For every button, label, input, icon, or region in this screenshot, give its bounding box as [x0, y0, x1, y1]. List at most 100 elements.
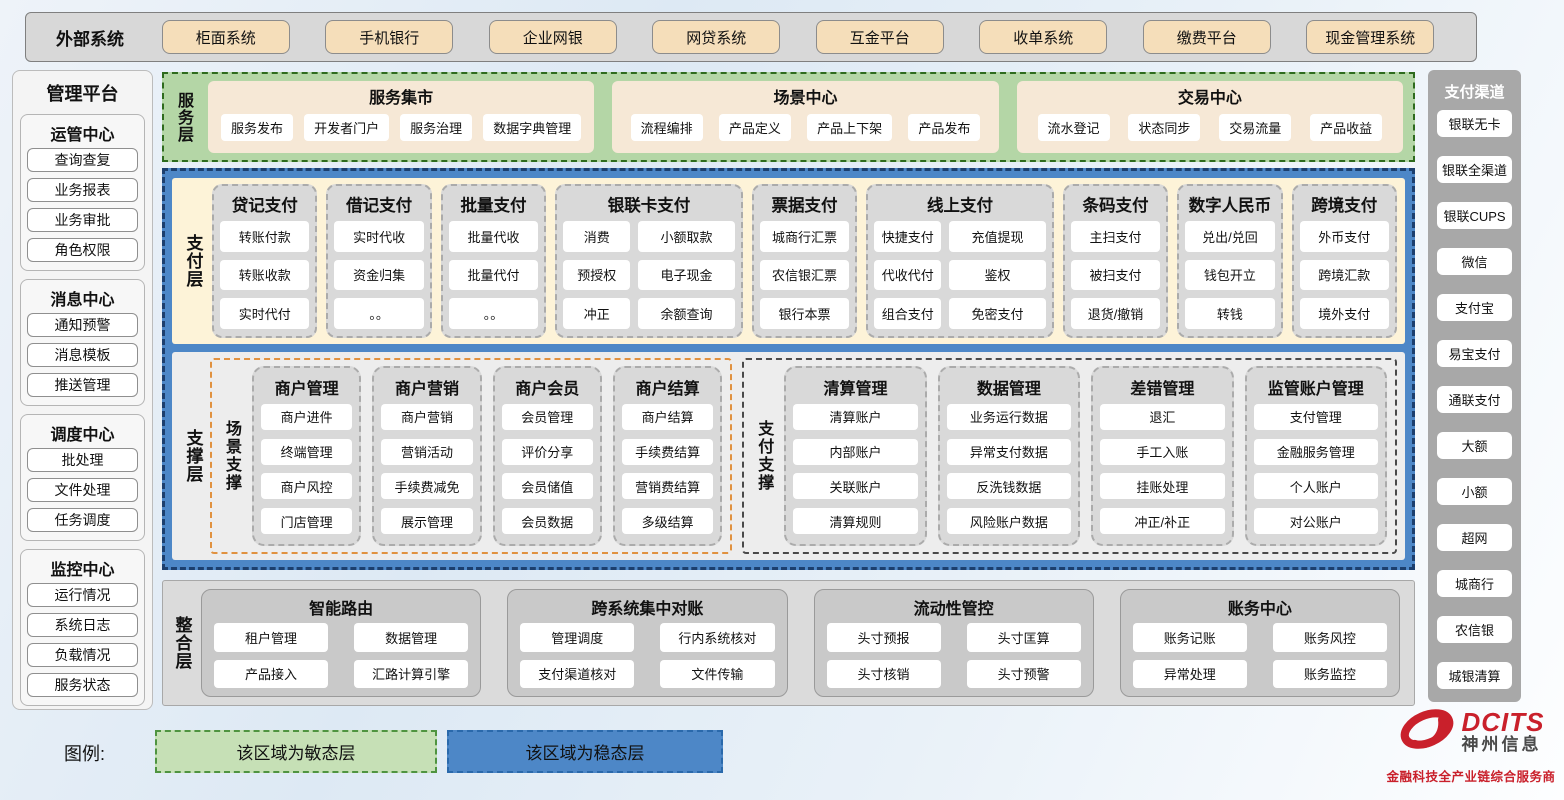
management-center-items: 通知预警 消息模板 推送管理	[27, 313, 138, 397]
integration-module-chip: 行内系统核对	[660, 623, 774, 652]
payment-channel-chip: 城商行	[1437, 570, 1512, 597]
scene-support-module-chip: 商户营销	[381, 404, 472, 430]
payment-support-label: 支付支撑	[752, 366, 774, 546]
payment-module-chip: 小额取款	[638, 221, 735, 252]
integration-layer-groups: 智能路由 租户管理 数据管理 产品接入 汇路计算引擎 跨系统集中对账	[201, 589, 1400, 697]
integration-layer: 整合层 智能路由 租户管理 数据管理 产品接入 汇路计算引擎	[162, 580, 1415, 706]
scene-support-category-title: 商户结算	[622, 372, 713, 402]
dcits-swirl-icon	[1398, 700, 1456, 763]
integration-module-chip: 支付渠道核对	[520, 660, 634, 689]
service-center-title: 服务集市	[218, 84, 584, 108]
scene-support-category-items: 会员管理 评价分享 会员储值 会员数据	[502, 402, 593, 536]
payment-support-category-items: 清算账户 内部账户 关联账户 清算规则	[793, 402, 917, 536]
external-system-chip: 手机银行	[325, 20, 453, 54]
management-center-group: 调度中心 批处理 文件处理 任务调度	[20, 414, 145, 541]
service-module-chip: 流程编排	[631, 114, 703, 141]
scene-support-module-chip: 营销费结算	[622, 473, 713, 499]
external-system-chip: 柜面系统	[162, 20, 290, 54]
payment-support-module-chip: 反洗钱数据	[947, 473, 1071, 499]
payment-category-title: 银联卡支付	[563, 190, 735, 221]
management-module-chip: 消息模板	[27, 343, 138, 367]
payment-category-items: 转账付款 转账收款 实时代付	[220, 221, 309, 329]
scene-support-module-chip: 多级结算	[622, 508, 713, 534]
integration-group: 账务中心 账务记账 账务风控 异常处理 账务监控	[1120, 589, 1400, 697]
integration-group: 智能路由 租户管理 数据管理 产品接入 汇路计算引擎	[201, 589, 481, 697]
management-module-chip: 业务报表	[27, 178, 138, 202]
payment-support-module-chip: 挂账处理	[1100, 473, 1224, 499]
payment-module-chip: 免密支付	[949, 298, 1046, 329]
management-module-chip: 负载情况	[27, 643, 138, 667]
management-center-items: 批处理 文件处理 任务调度	[27, 448, 138, 532]
service-module-chip: 开发者门户	[304, 114, 389, 141]
service-layer: 服务层 服务集市 服务发布 开发者门户 服务治理 数据字典管理	[162, 72, 1415, 162]
payment-support-module-chip: 金融服务管理	[1254, 439, 1378, 465]
integration-module-chip: 头寸预报	[827, 623, 941, 652]
payment-category: 贷记支付 转账付款 转账收款 实时代付	[212, 184, 317, 338]
management-module-chip: 系统日志	[27, 613, 138, 637]
payment-support-category: 数据管理 业务运行数据 异常支付数据 反洗钱数据 风险账户数	[938, 366, 1080, 546]
payment-support-category: 差错管理 退汇 手工入账 挂账处理 冲正/补正	[1091, 366, 1233, 546]
payment-module-chip: 境外支付	[1300, 298, 1389, 329]
vendor-company-name: 神州信息	[1462, 736, 1542, 755]
payment-category-items: 实时代收 资金归集 。。	[334, 221, 423, 329]
external-system-chip: 网贷系统	[652, 20, 780, 54]
payment-support-category-title: 清算管理	[793, 372, 917, 402]
payment-support-category: 监管账户管理 支付管理 金融服务管理 个人账户 对公账户	[1245, 366, 1387, 546]
scene-support-module-chip: 评价分享	[502, 439, 593, 465]
external-systems-label: 外部系统	[56, 25, 124, 50]
integration-module-chip: 租户管理	[214, 623, 328, 652]
integration-module-chip: 文件传输	[660, 660, 774, 689]
payment-channel-chip: 城银清算	[1437, 662, 1512, 689]
management-center-group: 运管中心 查询查复 业务报表 业务审批 角色权限	[20, 114, 145, 271]
integration-module-chip: 账务记账	[1133, 623, 1247, 652]
integration-group-items: 租户管理 数据管理 产品接入 汇路计算引擎	[214, 623, 468, 688]
payment-module-chip: 资金归集	[334, 260, 423, 291]
payment-channel-chip: 超网	[1437, 524, 1512, 551]
payment-channels-title: 支付渠道	[1437, 78, 1512, 110]
payment-support-module-chip: 清算规则	[793, 508, 917, 534]
payment-channel-chip: 通联支付	[1437, 386, 1512, 413]
scene-support-category-title: 商户管理	[261, 372, 352, 402]
service-module-chip: 产品收益	[1310, 114, 1382, 141]
payment-module-chip: 批量代收	[449, 221, 538, 252]
integration-module-chip: 管理调度	[520, 623, 634, 652]
payment-channel-chip: 微信	[1437, 248, 1512, 275]
external-system-chip: 收单系统	[979, 20, 1107, 54]
service-module-chip: 产品定义	[719, 114, 791, 141]
payment-support-category-title: 差错管理	[1100, 372, 1224, 402]
payment-support-module-chip: 内部账户	[793, 439, 917, 465]
scene-support-category-title: 商户营销	[381, 372, 472, 402]
scene-support-category-items: 商户营销 营销活动 手续费减免 展示管理	[381, 402, 472, 536]
payment-category: 银联卡支付 消费 小额取款 预授权 电子现金 冲正	[555, 184, 743, 338]
legend-label: 图例:	[64, 740, 105, 766]
payment-channel-chip: 银联全渠道	[1437, 156, 1512, 183]
scene-support-module-chip: 手续费结算	[622, 439, 713, 465]
management-center-title: 监控中心	[27, 554, 138, 583]
scene-support-module-chip: 手续费减免	[381, 473, 472, 499]
service-module-chip: 产品发布	[908, 114, 980, 141]
payment-category: 跨境支付 外币支付 跨境汇款 境外支付	[1292, 184, 1397, 338]
payment-category-title: 批量支付	[449, 190, 538, 221]
payment-category: 票据支付 城商行汇票 农信银汇票 银行本票	[752, 184, 857, 338]
integration-module-chip: 头寸核销	[827, 660, 941, 689]
integration-group-title: 智能路由	[214, 593, 468, 623]
management-module-chip: 推送管理	[27, 373, 138, 397]
payment-module-chip: 跨境汇款	[1300, 260, 1389, 291]
scene-support-category: 商户管理 商户进件 终端管理 商户风控 门店管理	[252, 366, 361, 546]
support-layer-groups: 场景支撑 商户管理 商户进件 终端管理	[210, 358, 1397, 554]
integration-group-title: 账务中心	[1133, 593, 1387, 623]
payment-module-chip: 消费	[563, 221, 630, 252]
payment-category-items: 主扫支付 被扫支付 退货/撤销	[1071, 221, 1160, 329]
scene-support-category: 商户结算 商户结算 手续费结算 营销费结算 多级结算	[613, 366, 722, 546]
management-platform-title: 管理平台	[13, 71, 152, 109]
service-center-title: 场景中心	[622, 84, 988, 108]
scene-support-module-chip: 会员储值	[502, 473, 593, 499]
payment-support-category-items: 支付管理 金融服务管理 个人账户 对公账户	[1254, 402, 1378, 536]
service-center-items: 流水登记 状态同步 交易流量 产品收益	[1027, 108, 1393, 146]
integration-module-chip: 产品接入	[214, 660, 328, 689]
service-module-chip: 数据字典管理	[483, 114, 581, 141]
payment-support-module-chip: 退汇	[1100, 404, 1224, 430]
payment-channel-chip: 小额	[1437, 478, 1512, 505]
payment-support-module-chip: 清算账户	[793, 404, 917, 430]
management-module-chip: 任务调度	[27, 508, 138, 532]
